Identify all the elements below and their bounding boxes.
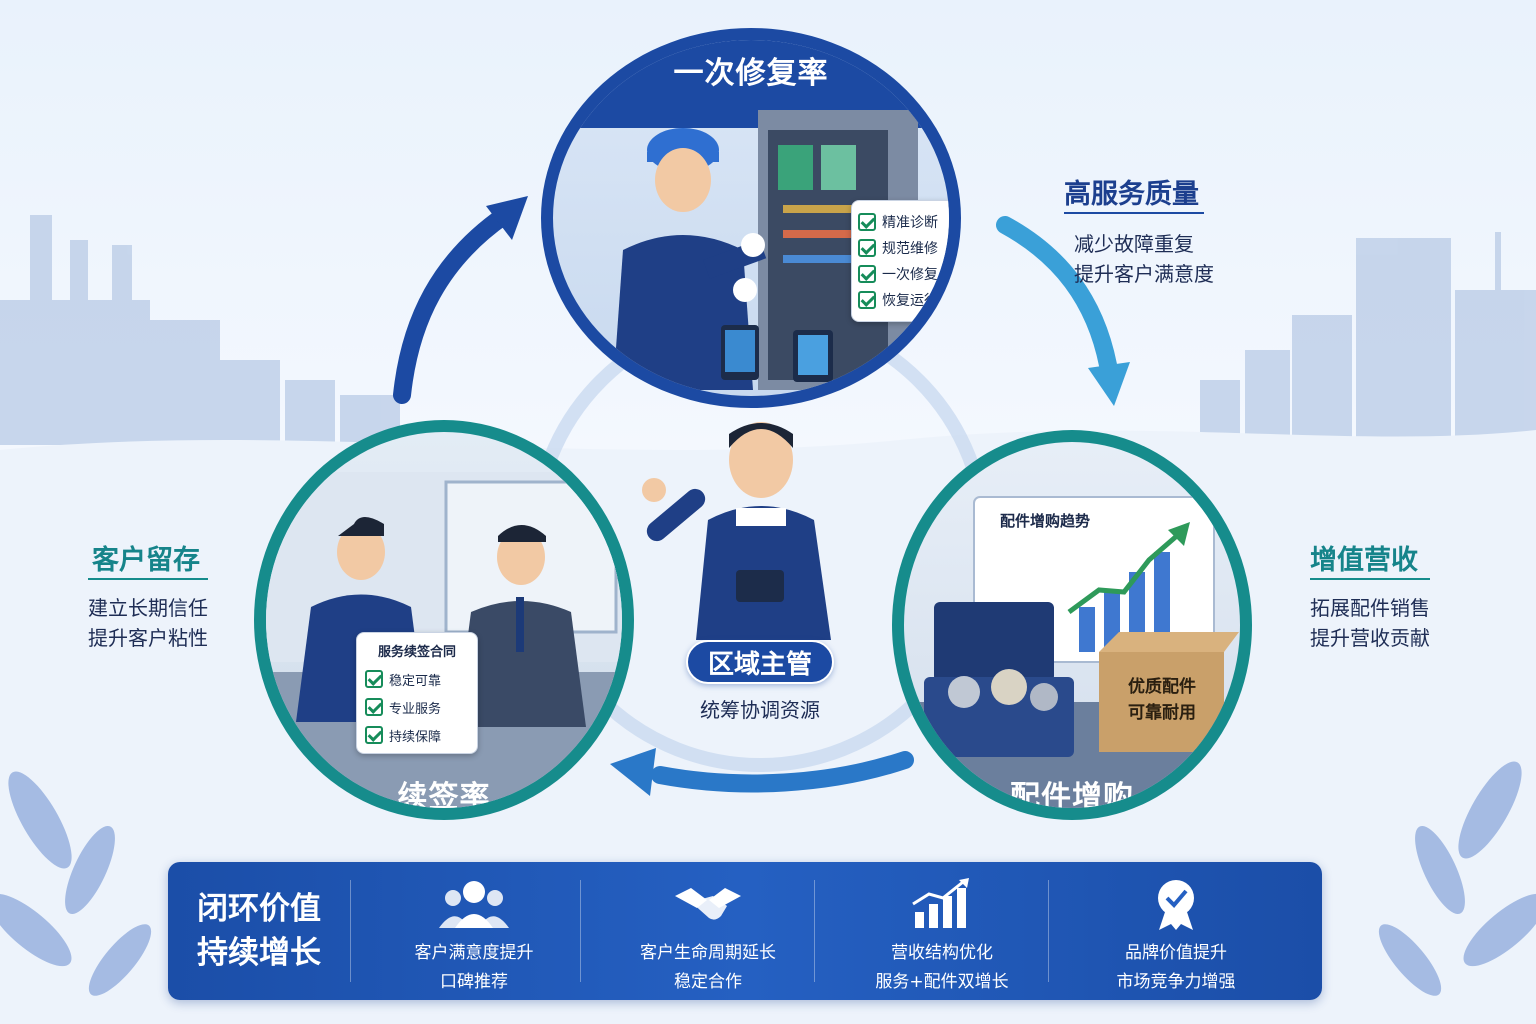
checklist-item: 专业服务	[365, 693, 469, 721]
value-added-revenue-line: 拓展配件销售	[1310, 592, 1430, 621]
parts-trend-board-title: 配件增购趋势	[1000, 510, 1090, 531]
customer-retention-line: 建立长期信任	[88, 592, 208, 621]
repair-checklist-card: 精准诊断 规范维修 一次修复 恢复运行	[851, 200, 955, 322]
banner-divider	[814, 880, 815, 982]
checklist-item: 一次修复	[858, 261, 948, 287]
regional-manager-illustration	[636, 410, 846, 640]
regional-manager-badge: 区域主管	[686, 640, 834, 684]
checklist-item: 稳定可靠	[365, 665, 469, 693]
check-icon	[858, 291, 876, 309]
arrow-left-to-top	[402, 196, 528, 395]
high-service-quality-line: 减少故障重复	[1074, 228, 1194, 257]
customer-retention-line: 提升客户粘性	[88, 622, 208, 651]
benefit-line2: 口碑推荐	[440, 967, 508, 992]
check-icon	[365, 726, 383, 744]
benefit-line1: 品牌价值提升	[1125, 938, 1227, 963]
benefit-line1: 营收结构优化	[891, 938, 993, 963]
first-time-fix-rate-title: 一次修复率	[553, 48, 949, 92]
checklist-item: 规范维修	[858, 235, 948, 261]
customer-retention-underline	[88, 578, 208, 580]
left-city-skyline	[0, 215, 400, 445]
handshake-icon	[673, 878, 743, 930]
banner-heading: 闭环价值 持续增长	[168, 862, 350, 1000]
high-service-quality-title: 高服务质量	[1064, 172, 1199, 211]
quality-badge-icon	[1141, 878, 1211, 930]
value-added-revenue-title: 增值营收	[1310, 538, 1418, 577]
parts-upsell-circle: 配件增购趋势 优质配件 可靠耐用 配件增购	[892, 430, 1252, 820]
right-city-skyline	[1200, 232, 1536, 450]
renewal-contract-card: 服务续签合同 稳定可靠 专业服务 持续保障	[356, 632, 478, 754]
benefit-line1: 客户满意度提升	[415, 938, 534, 963]
checklist-item: 持续保障	[365, 721, 469, 749]
check-icon	[858, 239, 876, 257]
banner-divider	[350, 880, 351, 982]
value-added-revenue-underline	[1310, 578, 1430, 580]
check-icon	[365, 698, 383, 716]
high-service-quality-line: 提升客户满意度	[1074, 258, 1214, 287]
customer-retention-title: 客户留存	[92, 538, 200, 577]
benefit-line2: 稳定合作	[674, 967, 742, 992]
parts-box-label: 优质配件 可靠耐用	[1106, 674, 1218, 726]
benefit-revenue-structure: 营收结构优化 服务+配件双增长	[826, 862, 1058, 1000]
checklist-item: 精准诊断	[858, 209, 948, 235]
benefit-lifecycle: 客户生命周期延长 稳定合作	[592, 862, 824, 1000]
value-added-revenue-line: 提升营收贡献	[1310, 622, 1430, 651]
check-icon	[365, 670, 383, 688]
users-icon	[439, 878, 509, 930]
benefit-satisfaction: 客户满意度提升 口碑推荐	[358, 862, 590, 1000]
first-time-fix-rate-circle: 一次修复率 精准诊断 规范维修 一次修复 恢复运行	[541, 28, 961, 408]
regional-manager-desc: 统筹协调资源	[686, 694, 834, 723]
benefit-line2: 市场竞争力增强	[1117, 967, 1236, 992]
check-icon	[858, 213, 876, 231]
check-icon	[858, 265, 876, 283]
closed-loop-value-banner: 闭环价值 持续增长 客户满意度提升 口碑推荐 客户生命周期延长 稳定合作	[168, 862, 1322, 1000]
banner-divider	[580, 880, 581, 982]
contract-title: 服务续签合同	[365, 641, 469, 665]
checklist-item: 恢复运行	[858, 287, 948, 313]
high-service-quality-underline	[1064, 212, 1204, 214]
benefit-line1: 客户生命周期延长	[640, 938, 776, 963]
growth-chart-icon	[907, 878, 977, 930]
parts-sales-illustration	[904, 442, 1240, 808]
banner-divider	[1048, 880, 1049, 982]
benefit-line2: 服务+配件双增长	[875, 967, 1008, 992]
benefit-brand-value: 品牌价值提升 市场竞争力增强	[1060, 862, 1292, 1000]
renewal-rate-circle: 续签率 服务续签合同 稳定可靠 专业服务 持续保障	[254, 420, 634, 820]
